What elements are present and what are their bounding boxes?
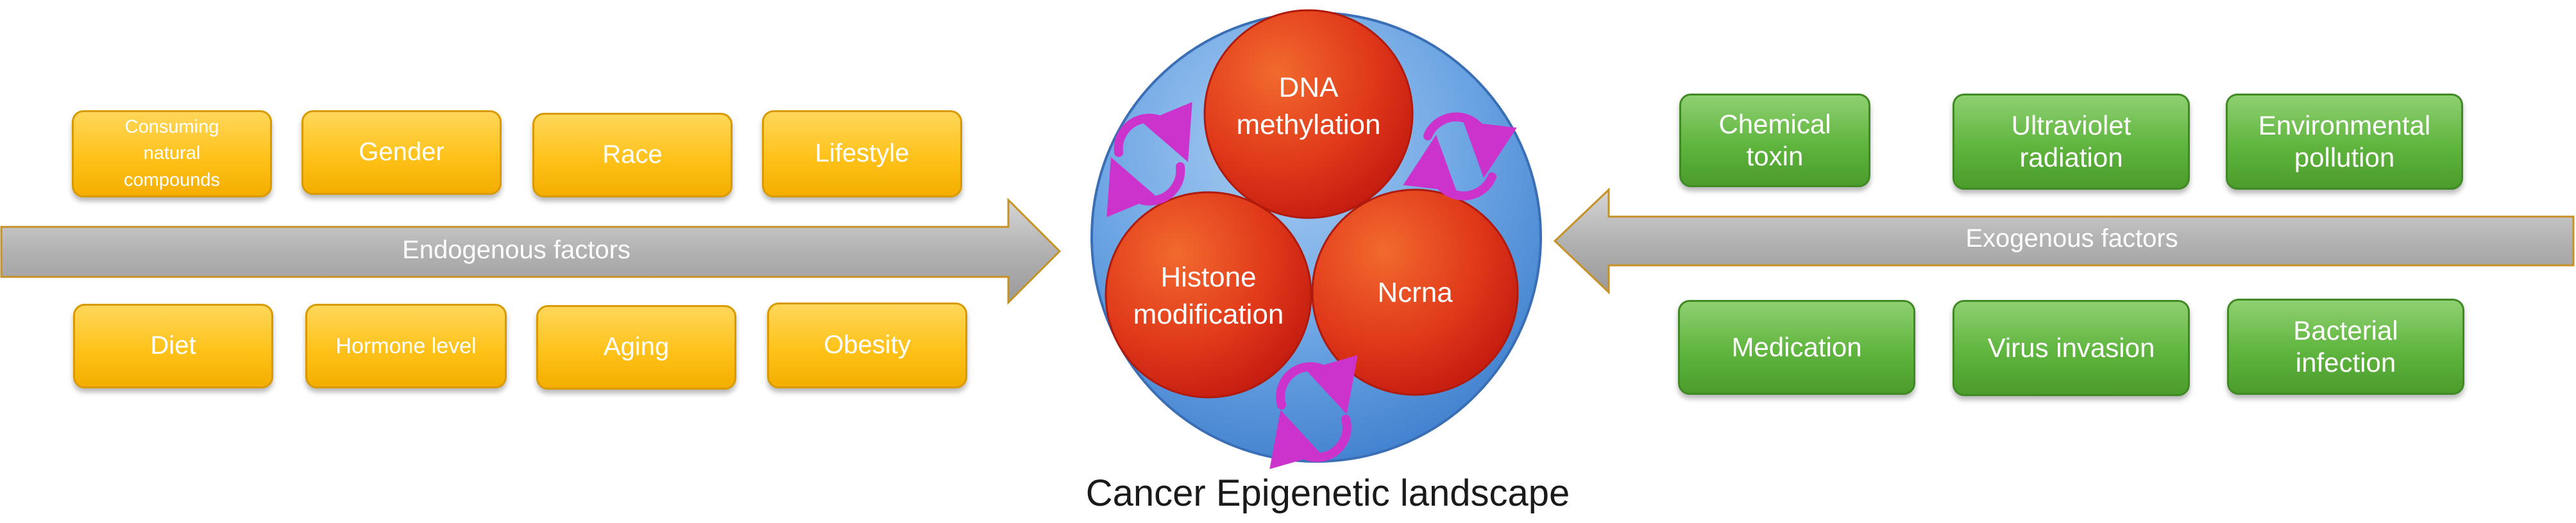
ncrna-label: Ncrna [1377, 277, 1453, 308]
factor-lifestyle: Lifestyle [762, 110, 962, 197]
exogenous-factors-label: Exogenous factors [1965, 224, 2178, 253]
diagram-title: Cancer Epigenetic landscape [1085, 472, 1570, 514]
dna-methylation-label: DNA methylation [1236, 72, 1381, 141]
factor-medication: Medication [1678, 300, 1915, 395]
histone-modification-label: Histone modification [1133, 262, 1284, 331]
histone-modification-circle [1105, 191, 1312, 399]
factor-virus-invasion: Virus invasion [1953, 300, 2190, 396]
factor-obesity: Obesity [767, 303, 967, 388]
endogenous-factors-label: Endogenous factors [402, 236, 631, 264]
cycle-arrows-icon-bottom [1269, 354, 1358, 470]
cycle-arrows-icon-right [1403, 112, 1517, 201]
factor-chemical-toxin: Chemical toxin [1679, 94, 1870, 187]
dna-methylation-circle [1203, 9, 1414, 219]
factor-race: Race [532, 113, 733, 197]
factor-hormone-level: Hormone level [305, 304, 507, 388]
factor-gender: Gender [301, 110, 502, 195]
factor-diet: Diet [73, 304, 273, 388]
factor-aging: Aging [536, 305, 736, 390]
cycle-arrows-icon-left [1106, 102, 1192, 217]
